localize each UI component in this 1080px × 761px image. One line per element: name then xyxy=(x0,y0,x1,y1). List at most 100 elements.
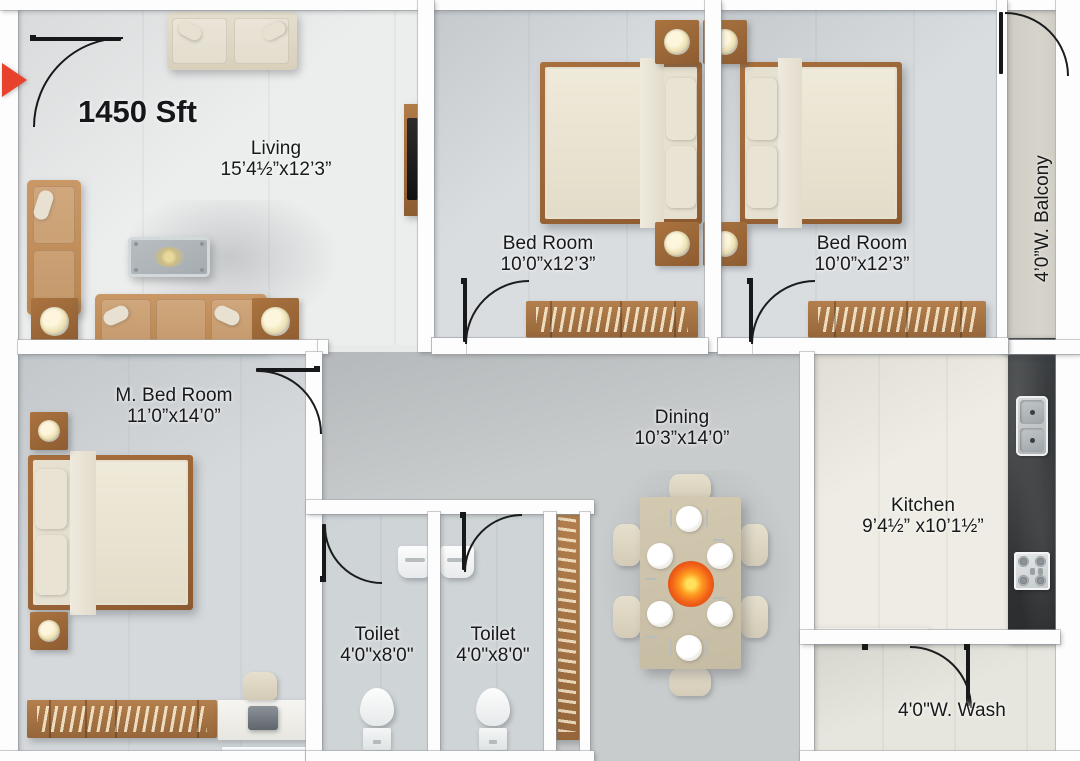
sink-drain xyxy=(1030,410,1035,415)
dinner-plate xyxy=(676,506,702,532)
table-dot xyxy=(200,268,204,272)
room-dimension: 11’0”x14’0” xyxy=(127,406,221,428)
dinner-plate xyxy=(676,635,702,661)
bed-pillow xyxy=(35,535,67,595)
master-nightstand-bottom xyxy=(30,612,68,650)
living-side-table-left xyxy=(31,298,78,345)
room-name: Toilet xyxy=(470,624,516,645)
dining-chair-right-lower xyxy=(740,596,768,638)
cutlery xyxy=(713,597,725,599)
wardrobe-louvers xyxy=(818,307,976,332)
wardrobe-seam xyxy=(906,301,908,338)
exterior-wall-left xyxy=(0,0,18,761)
cutlery xyxy=(713,539,725,541)
bed-room-1-door-hinge xyxy=(461,278,467,284)
balcony-door-leaf[interactable] xyxy=(999,12,1003,74)
exterior-wall-top xyxy=(0,0,1080,10)
living-side-table-right xyxy=(252,298,299,345)
bed-room-2-door-leaf[interactable] xyxy=(749,280,753,342)
toilet-2-door-leaf[interactable] xyxy=(462,514,466,570)
wardrobe-seam xyxy=(115,700,117,738)
stove-knob xyxy=(1030,568,1035,575)
room-name: Toilet xyxy=(354,624,400,645)
bed-pillow xyxy=(666,146,696,208)
wc-flush-button xyxy=(373,739,381,744)
wash-door-leaf[interactable] xyxy=(966,646,970,706)
wall-passage-dining xyxy=(580,512,590,761)
bed-room-2-door-hinge xyxy=(747,278,753,284)
room-label-bed-room-1: Bed Room 10’0”x12’3” xyxy=(448,233,648,276)
room-dimension: 9’4½” x10’1½” xyxy=(862,516,984,538)
wall-toilet-top xyxy=(306,500,594,514)
dining-chair-right-upper xyxy=(740,524,768,566)
wardrobe-seam xyxy=(620,301,622,338)
living-coffee-table xyxy=(128,237,210,277)
cutlery xyxy=(706,509,708,527)
bed-runner xyxy=(70,451,96,615)
bed-sheet xyxy=(791,69,895,217)
wc-bowl xyxy=(476,688,510,727)
toilet-1-door-leaf[interactable] xyxy=(322,524,326,580)
wall-wash-bottom xyxy=(800,751,1080,761)
dining-chair-left-upper xyxy=(613,524,641,566)
wall-stub-bed1-door-left xyxy=(432,338,466,354)
wardrobe-seam xyxy=(550,301,552,338)
room-dimension: 10’0”x12’3” xyxy=(500,254,596,276)
dining-partition-cabinet xyxy=(553,508,581,740)
wall-between-toilets xyxy=(428,512,440,761)
cutlery xyxy=(706,638,708,656)
wc-tank xyxy=(478,727,508,750)
wall-bed1-bed2 xyxy=(705,0,721,352)
table-dot xyxy=(134,242,138,246)
master-wardrobe xyxy=(27,700,217,738)
room-name: Bed Room xyxy=(502,233,594,254)
entry-door-leaf[interactable] xyxy=(33,37,121,41)
bed-room-1-door-leaf[interactable] xyxy=(463,280,467,342)
stove-burner xyxy=(1035,575,1046,586)
dining-chair-bottom xyxy=(669,668,711,696)
wall-kitchen-wash xyxy=(800,630,1060,644)
wash-door-hinge xyxy=(964,644,970,650)
entry-door-hinge xyxy=(30,35,36,41)
wardrobe-seam xyxy=(49,700,51,738)
wc-tank xyxy=(362,727,392,750)
bed-room-1-nightstand-top xyxy=(655,20,699,64)
room-dimension: 10’3”x14’0” xyxy=(634,428,730,450)
sink-drain xyxy=(1030,438,1035,443)
master-door-leaf[interactable] xyxy=(256,368,318,372)
stove-burner xyxy=(1018,556,1029,567)
bed-pillow xyxy=(747,146,777,208)
dining-table xyxy=(640,497,741,669)
room-dimension: 15’4½”x12’3” xyxy=(220,159,332,181)
toilet-1-door-hinge xyxy=(320,576,326,582)
table-lamp xyxy=(663,28,691,56)
kitchen-stove xyxy=(1014,552,1050,590)
wall-mid-horizontal-corridor-gap xyxy=(318,340,328,354)
bed-runner xyxy=(778,58,802,228)
bed-pillow xyxy=(747,78,777,140)
room-label-living: Living 15’4½”x12’3” xyxy=(176,138,376,181)
wall-toilets-bottom xyxy=(306,751,594,761)
master-door-hinge xyxy=(314,366,320,372)
stove-burner xyxy=(1035,556,1046,567)
toilet-1-wc xyxy=(360,688,394,750)
cutlery xyxy=(645,578,657,580)
wardrobe-seam xyxy=(85,700,87,738)
dining-floor-upper xyxy=(316,352,812,512)
exterior-wall-bottom-left xyxy=(0,751,320,761)
bed-pillow xyxy=(666,78,696,140)
wall-toilet2-passage xyxy=(544,512,556,761)
annotation-wash: 4'0"W. Wash xyxy=(862,700,1042,721)
wash-text: 4'0"W. Wash xyxy=(898,700,1006,721)
room-label-toilet-1: Toilet 4'0"x8'0" xyxy=(312,624,442,667)
bed-room-2-bed xyxy=(740,58,902,228)
room-name: Bed Room xyxy=(816,233,908,254)
wall-dining-kitchen xyxy=(800,352,814,761)
table-dot xyxy=(134,268,138,272)
dining-centerpiece xyxy=(668,561,714,607)
cutlery xyxy=(645,636,657,638)
exterior-wall-bottom-right xyxy=(1056,352,1080,761)
table-dot xyxy=(200,242,204,246)
basin-tap xyxy=(405,558,425,562)
